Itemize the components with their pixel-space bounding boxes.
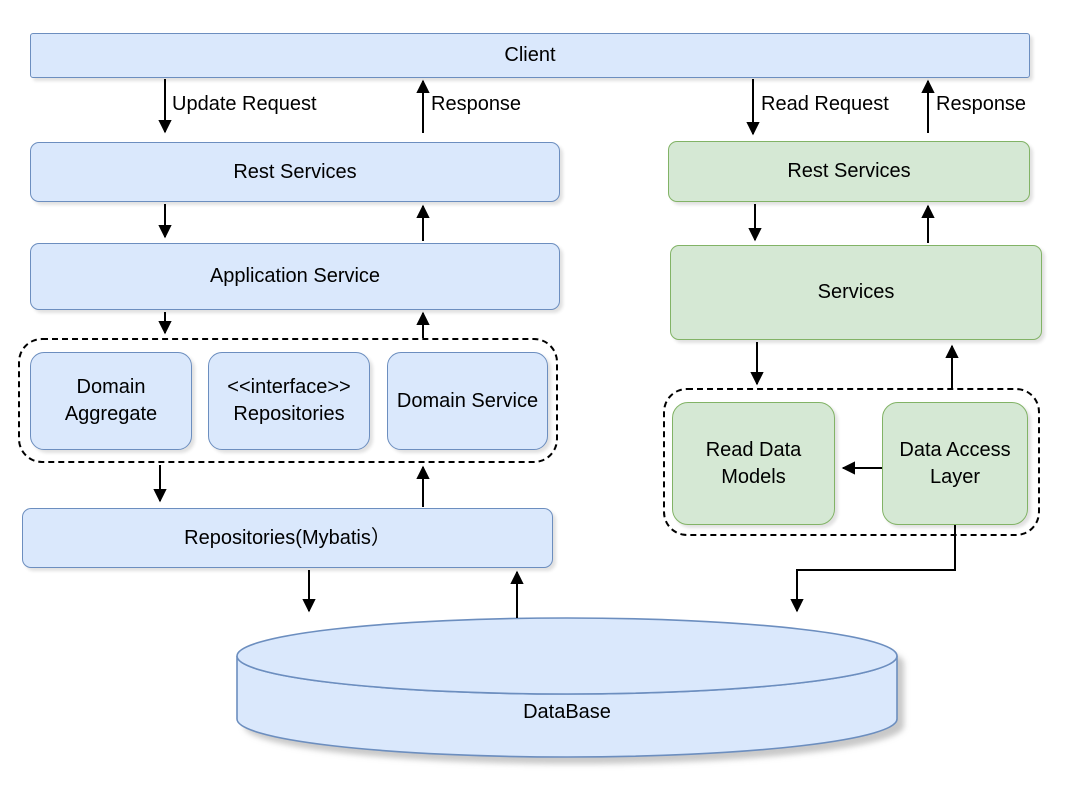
repositories-mybatis-box: Repositories(Mybatis） — [22, 508, 553, 568]
domain-aggregate-box: Domain Aggregate — [30, 352, 192, 450]
arrow-dal-to-database — [790, 525, 956, 613]
interface-repositories-label: <<interface>> Repositories — [227, 376, 351, 425]
domain-service-label: Domain Service — [396, 389, 539, 412]
read-rest-services-label: Rest Services — [787, 160, 911, 182]
application-service-label: Application Service — [209, 265, 381, 287]
services-box: Services — [670, 245, 1042, 340]
edge-label-response-left: Response — [431, 93, 522, 115]
domain-service-box: Domain Service — [387, 352, 548, 450]
database-shadow — [244, 625, 904, 764]
edge-label-read-request: Read Request — [761, 93, 889, 115]
read-data-models-label: Read Data Models — [705, 438, 802, 488]
write-rest-services-box: Rest Services — [30, 142, 560, 202]
application-service-box: Application Service — [30, 243, 560, 310]
write-rest-services-label: Rest Services — [233, 160, 357, 183]
edge-label-update-request: Update Request — [172, 93, 317, 115]
data-access-layer-label: Data Access Layer — [899, 438, 1011, 488]
domain-layer-group — [18, 338, 558, 463]
database-label: DataBase — [523, 701, 611, 723]
edge-label-response-right: Response — [936, 93, 1027, 115]
repositories-mybatis-label: Repositories(Mybatis） — [184, 526, 391, 549]
client-label: Client — [504, 44, 556, 66]
interface-repositories-box: <<interface>> Repositories — [208, 352, 370, 450]
read-rest-services-box: Rest Services — [668, 141, 1030, 202]
services-label: Services — [817, 281, 895, 303]
domain-aggregate-label: Domain Aggregate — [64, 376, 158, 425]
data-access-layer-box: Data Access Layer — [882, 402, 1028, 525]
read-data-models-box: Read Data Models — [672, 402, 835, 525]
client-box: Client — [30, 33, 1030, 78]
database-cylinder — [236, 617, 898, 758]
